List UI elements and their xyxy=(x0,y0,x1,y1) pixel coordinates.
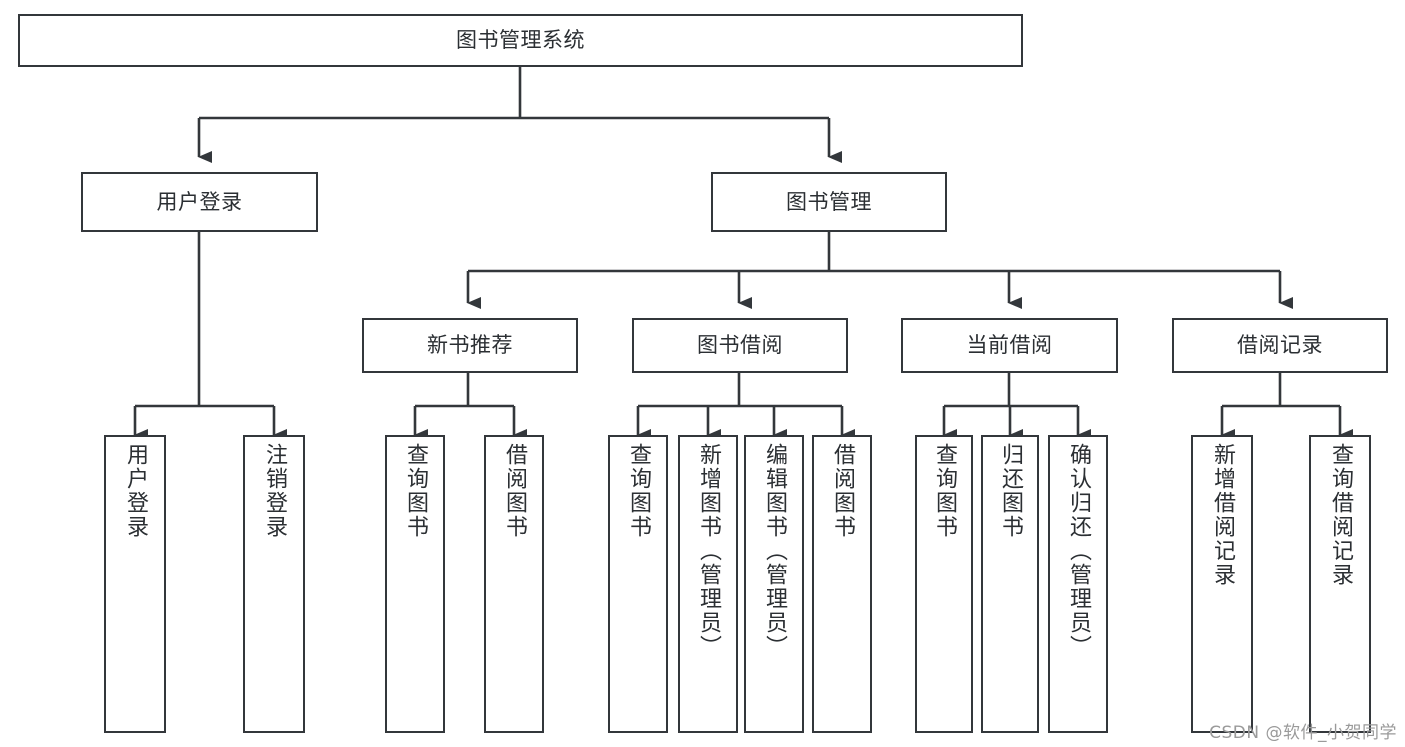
leaf-query-book-recommend[interactable]: 查询图书 xyxy=(385,435,445,733)
node-label: 借阅图书 xyxy=(830,443,855,539)
node-label: 确认归还（管理员） xyxy=(1066,443,1091,659)
node-label: 借阅图书 xyxy=(502,443,527,539)
leaf-add-book-admin[interactable]: 新增图书（管理员） xyxy=(678,435,738,733)
leaf-add-borrow-record[interactable]: 新增借阅记录 xyxy=(1191,435,1253,733)
leaf-query-book-current[interactable]: 查询图书 xyxy=(915,435,973,733)
node-book-management[interactable]: 图书管理 xyxy=(711,172,947,232)
leaf-user-login[interactable]: 用户登录 xyxy=(104,435,166,733)
node-label: 编辑图书（管理员） xyxy=(762,443,787,659)
leaf-query-borrow-record[interactable]: 查询借阅记录 xyxy=(1309,435,1371,733)
csdn-watermark: CSDN @软件_小贺同学 xyxy=(1209,723,1397,743)
node-label: 图书管理系统 xyxy=(456,28,585,53)
node-label: 查询借阅记录 xyxy=(1328,443,1353,587)
node-label: 查询图书 xyxy=(626,443,651,539)
leaf-edit-book-admin[interactable]: 编辑图书（管理员） xyxy=(744,435,804,733)
leaf-borrow-book-recommend[interactable]: 借阅图书 xyxy=(484,435,544,733)
node-label: 用户登录 xyxy=(156,189,243,214)
node-label: 注销登录 xyxy=(262,443,287,539)
node-label: 用户登录 xyxy=(123,443,148,539)
node-user-login[interactable]: 用户登录 xyxy=(81,172,318,232)
node-borrow-record[interactable]: 借阅记录 xyxy=(1172,318,1388,373)
leaf-query-book-borrow[interactable]: 查询图书 xyxy=(608,435,668,733)
leaf-confirm-return-admin[interactable]: 确认归还（管理员） xyxy=(1048,435,1108,733)
node-label: 图书管理 xyxy=(786,189,872,214)
node-label: 新书推荐 xyxy=(427,333,513,358)
node-current-borrow[interactable]: 当前借阅 xyxy=(901,318,1118,373)
node-label: 新增借阅记录 xyxy=(1210,443,1235,587)
node-label: 归还图书 xyxy=(998,443,1023,539)
node-label: 借阅记录 xyxy=(1237,333,1323,358)
node-book-borrow[interactable]: 图书借阅 xyxy=(632,318,848,373)
leaf-logout-login[interactable]: 注销登录 xyxy=(243,435,305,733)
node-label: 查询图书 xyxy=(932,443,957,539)
node-new-book-recommend[interactable]: 新书推荐 xyxy=(362,318,578,373)
node-label: 图书借阅 xyxy=(697,333,783,358)
leaf-return-book[interactable]: 归还图书 xyxy=(981,435,1039,733)
node-label: 查询图书 xyxy=(403,443,428,539)
node-label: 当前借阅 xyxy=(966,333,1053,358)
node-root-book-management-system[interactable]: 图书管理系统 xyxy=(18,14,1023,67)
leaf-borrow-book[interactable]: 借阅图书 xyxy=(812,435,872,733)
node-label: 新增图书（管理员） xyxy=(696,443,721,659)
